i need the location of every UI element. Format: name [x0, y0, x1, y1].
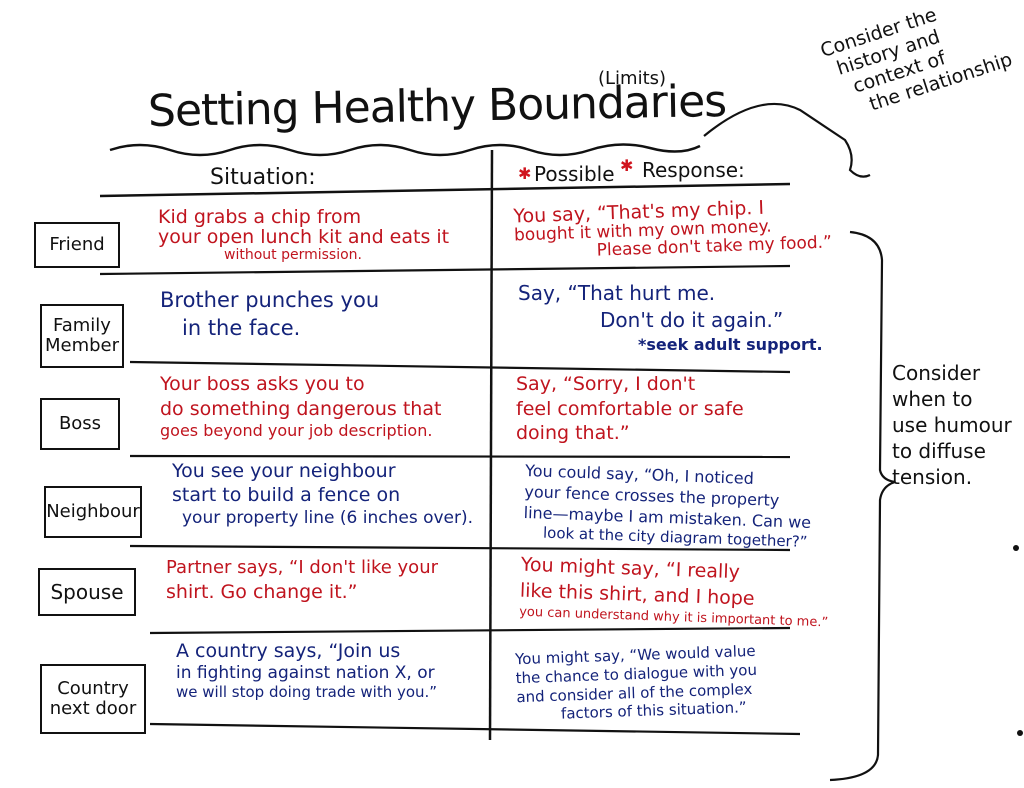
- category-neighbour: Neighbour: [44, 486, 142, 538]
- response-country-next-door: You might say, “We would value the chanc…: [514, 641, 758, 723]
- star-icon: ✱: [518, 164, 532, 183]
- situation-heading: Situation:: [210, 165, 316, 190]
- situation-boss: Your boss asks you to do something dange…: [160, 373, 442, 441]
- response-heading: Response:: [642, 158, 745, 182]
- situation-country-next-door: A country says, “Join us in fighting aga…: [176, 640, 438, 702]
- situation-neighbour: You see your neighbour start to build a …: [172, 460, 474, 528]
- response-spouse: You might say, “I really like this shirt…: [518, 553, 829, 631]
- situation-spouse: Partner says, “I don't like your shirt. …: [166, 557, 439, 604]
- response-friend: You say, “That's my chip. I bought it wi…: [513, 196, 833, 261]
- category-friend: Friend: [34, 222, 120, 268]
- title-note: (Limits): [598, 68, 667, 89]
- situation-friend: Kid grabs a chip from your open lunch ki…: [158, 206, 450, 263]
- category-boss: Boss: [40, 398, 120, 450]
- response-boss: Say, “Sorry, I don't feel comfortable or…: [516, 373, 744, 445]
- humour-note: Consider when to use humour to diffuse t…: [892, 361, 1012, 489]
- category-spouse: Spouse: [38, 568, 136, 616]
- star-icon: ✱: [620, 156, 634, 175]
- possible-heading: Possible: [534, 162, 615, 186]
- situation-family-member: Brother punches you in the face.: [160, 288, 380, 341]
- response-neighbour: You could say, “Oh, I noticed your fence…: [523, 461, 812, 552]
- response-family-member: Say, “That hurt me. Don't do it again.” …: [518, 281, 823, 354]
